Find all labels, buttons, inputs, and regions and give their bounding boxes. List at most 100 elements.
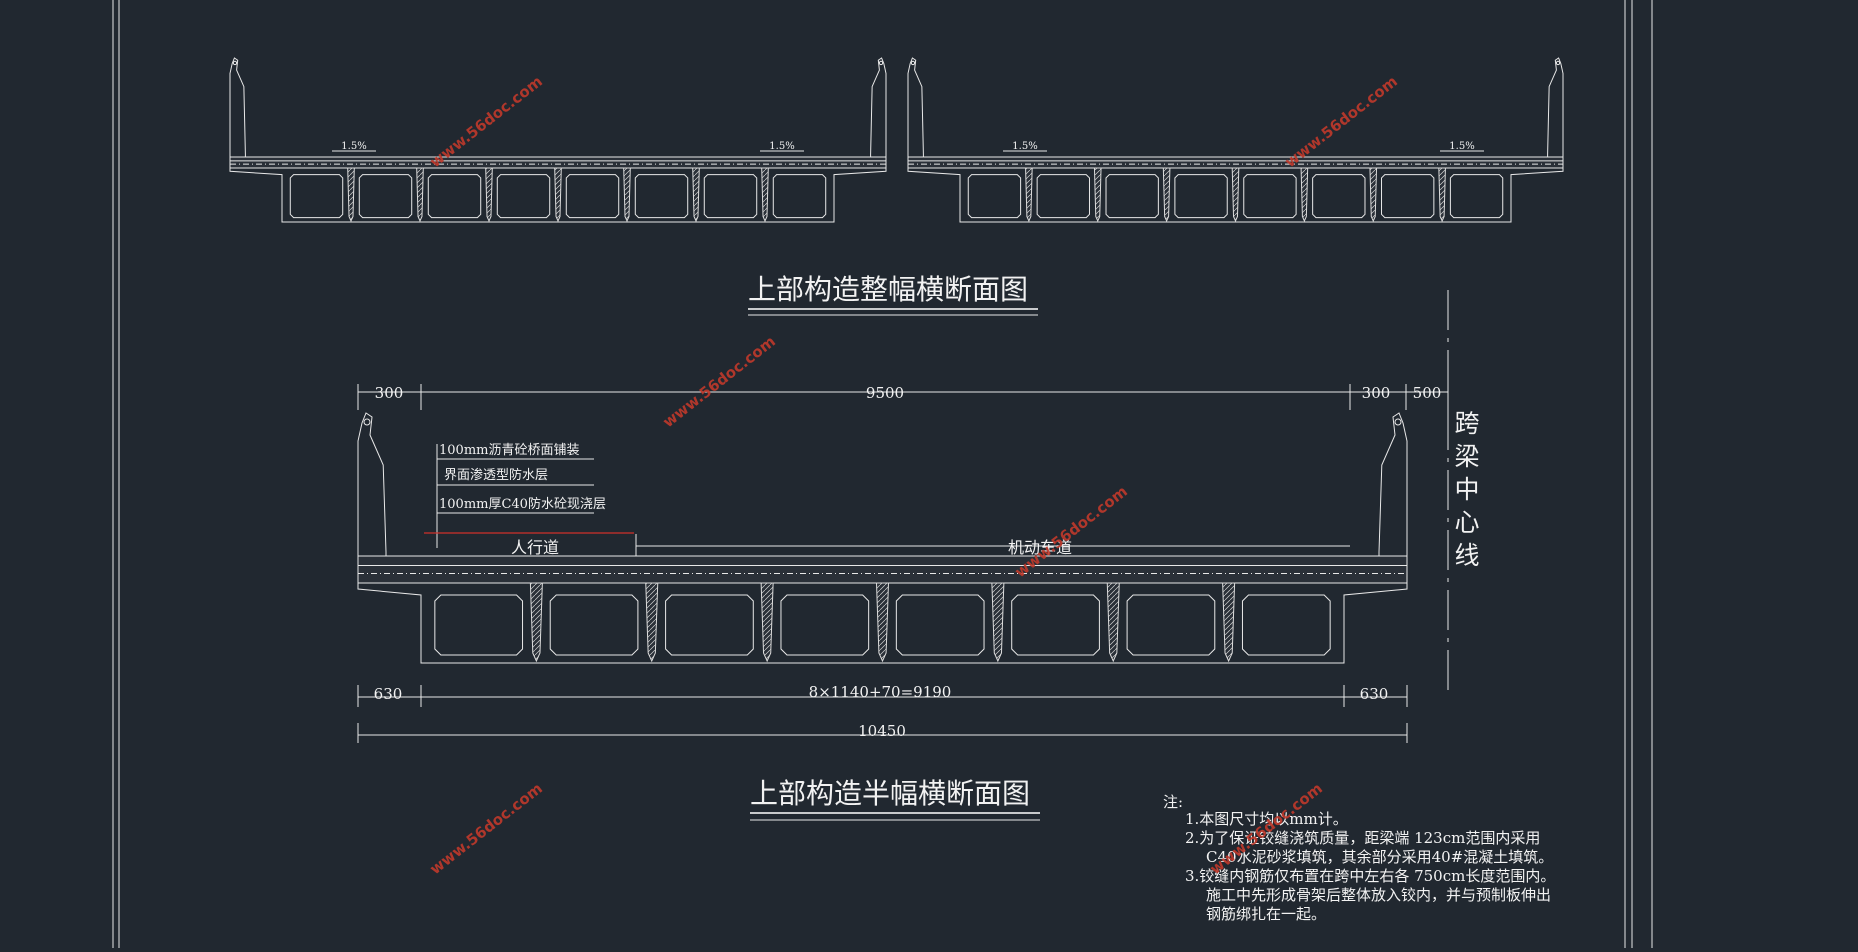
- barrier-rail: [878, 60, 884, 66]
- hinge-joint: [1222, 582, 1236, 663]
- title-half-section: 上部构造半幅横断面图: [750, 777, 1030, 810]
- hollow-core: [703, 174, 758, 219]
- barrier: [907, 57, 924, 157]
- span-centerline-char: 跨: [1454, 409, 1479, 438]
- hinge-joint: [645, 582, 659, 663]
- hinge-joint: [991, 582, 1005, 663]
- barrier-rail: [1394, 418, 1402, 426]
- slope-label: 1.5%: [1449, 141, 1474, 152]
- beam-outline: [357, 583, 1408, 664]
- hollow-core: [496, 174, 551, 219]
- notes-heading: 注:: [1163, 793, 1183, 811]
- slope-label: 1.5%: [1012, 141, 1037, 152]
- top-dimension-line: 300 9500 300 500: [357, 384, 1449, 410]
- dim-top-right: 300: [1362, 384, 1391, 402]
- note-line-2: 2.为了保证铰缝浇筑质量，距梁端 123cm范围内采用: [1185, 829, 1540, 847]
- barrier-rail: [1555, 60, 1561, 66]
- deck-slab: [229, 156, 887, 169]
- slope-label: 1.5%: [769, 141, 794, 152]
- layer-concrete: 100mm厚C40防水砼现浇层: [439, 496, 606, 512]
- watermark: www.56doc.com: [426, 779, 546, 878]
- note-line-5: 施工中先形成骨架后整体放入铰内，并与预制板伸出: [1206, 886, 1551, 904]
- dim-top-left: 300: [375, 384, 404, 402]
- hinge-joint: [875, 582, 890, 663]
- watermark: www.56doc.com: [659, 332, 779, 431]
- barrier: [870, 57, 887, 157]
- lane-motor: 机动车道: [1008, 538, 1072, 557]
- hollow-core: [1174, 174, 1228, 219]
- hollow-core: [434, 594, 524, 656]
- hinge-joint: [1093, 167, 1102, 223]
- hollow-core: [549, 594, 639, 656]
- deck-slab: [907, 156, 1564, 169]
- note-line-3: C40水泥砂浆填筑，其余部分采用40#混凝土填筑。: [1206, 848, 1553, 866]
- hinge-joint: [1300, 167, 1309, 223]
- lane-sidewalk: 人行道: [511, 538, 559, 557]
- span-centerline-label: 跨梁中心线: [1454, 409, 1479, 570]
- hinge-joint: [1231, 167, 1240, 223]
- hinge-joint: [554, 167, 562, 223]
- hollow-core: [895, 594, 985, 656]
- dim-top-main: 9500: [866, 384, 904, 402]
- title-full-section: 上部构造整幅横断面图: [748, 273, 1028, 306]
- span-centerline-char: 心: [1454, 508, 1479, 537]
- hollow-core: [1241, 594, 1331, 656]
- full-width-sections: 1.5% 1.5% 1.5% 1.5%: [229, 57, 1564, 223]
- hollow-core: [1011, 594, 1100, 656]
- hollow-core: [1036, 174, 1090, 219]
- hinge-joint: [416, 167, 424, 223]
- lane-labels: 人行道 机动车道: [511, 534, 1350, 557]
- dim-bottom-main: 8×1140+70=9190: [809, 683, 952, 701]
- hollow-core: [780, 594, 870, 656]
- barrier-rail: [363, 418, 371, 426]
- watermark: www.56doc.com: [426, 72, 546, 171]
- hollow-core: [665, 594, 754, 656]
- full-section-2: 1.5% 1.5%: [907, 57, 1564, 223]
- hinge-joint: [760, 582, 774, 663]
- dim-bottom-right: 630: [1360, 685, 1389, 703]
- hollow-core: [1381, 174, 1435, 219]
- dim-total: 10450: [858, 722, 906, 740]
- hollow-core: [289, 174, 344, 219]
- dim-top-extra: 500: [1413, 384, 1442, 402]
- barrier: [357, 412, 387, 556]
- hollow-core: [1105, 174, 1159, 219]
- span-centerline-char: 线: [1454, 541, 1479, 570]
- layer-asphalt: 100mm沥青砼桥面铺装: [439, 443, 579, 458]
- deck-slab: [357, 555, 1408, 584]
- hollow-core: [634, 174, 689, 219]
- barrier: [229, 57, 246, 157]
- hinge-joint: [1106, 582, 1120, 663]
- note-line-4: 3.铰缝内钢筋仅布置在跨中左右各 750cm长度范围内。: [1185, 867, 1555, 885]
- watermark: www.56doc.com: [1281, 72, 1401, 171]
- barrier-rail: [910, 60, 916, 66]
- hinge-joint: [1162, 167, 1171, 223]
- layer-callouts: 100mm沥青砼桥面铺装 界面渗透型防水层 100mm厚C40防水砼现浇层: [424, 443, 634, 548]
- notes-block: 注: 1.本图尺寸均以mm计。 2.为了保证铰缝浇筑质量，距梁端 123cm范围…: [1163, 793, 1555, 923]
- span-centerline-char: 中: [1454, 475, 1479, 504]
- note-line-1: 1.本图尺寸均以mm计。: [1185, 810, 1348, 828]
- hollow-core: [358, 174, 413, 219]
- hollow-core: [427, 174, 482, 219]
- hinge-joint: [1369, 167, 1378, 223]
- slope-label: 1.5%: [341, 141, 366, 152]
- hinge-joint: [692, 167, 700, 223]
- hollow-core: [772, 174, 827, 219]
- span-centerline: 跨梁中心线: [1447, 290, 1480, 690]
- sheet-frame: [112, 0, 1653, 948]
- bottom-dimension-lines: 630 8×1140+70=9190 630 10450: [357, 683, 1408, 743]
- dim-bottom-left: 630: [374, 685, 403, 703]
- hinge-joint: [347, 167, 355, 223]
- span-centerline-char: 梁: [1454, 442, 1479, 471]
- hinge-joint: [485, 167, 493, 223]
- watermarks: www.56doc.com www.56doc.com www.56doc.co…: [426, 72, 1401, 878]
- hollow-core: [565, 174, 620, 219]
- hollow-core: [1243, 174, 1297, 219]
- layer-waterproof: 界面渗透型防水层: [444, 467, 548, 483]
- hinge-joint: [1025, 167, 1033, 223]
- note-line-6: 钢筋绑扎在一起。: [1206, 905, 1326, 923]
- half-width-section: [357, 412, 1408, 664]
- barrier: [1378, 412, 1408, 556]
